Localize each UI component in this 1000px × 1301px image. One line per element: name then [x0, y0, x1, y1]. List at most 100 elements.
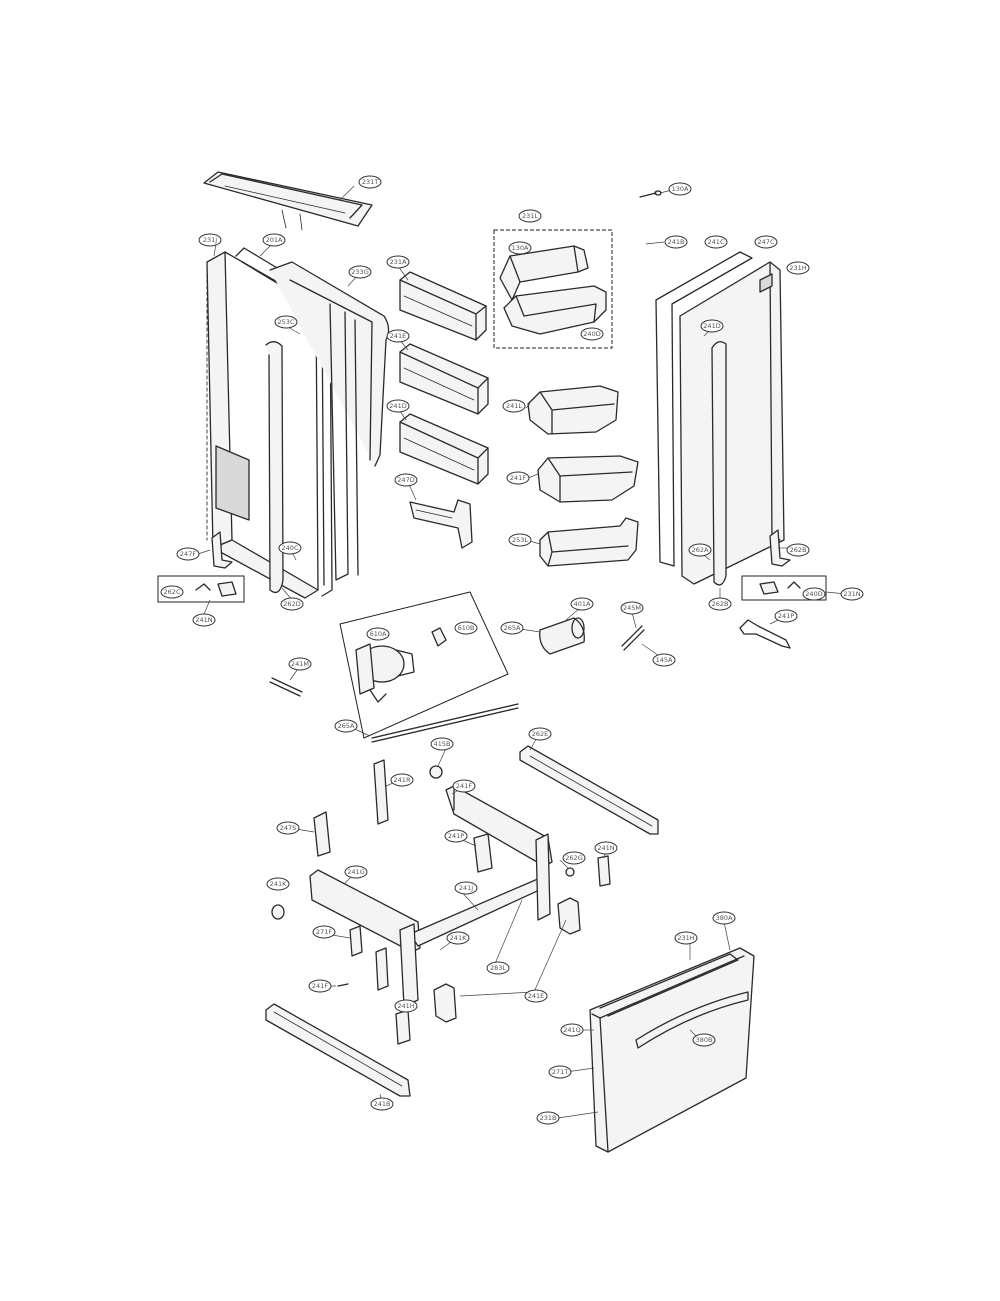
svg-text:262B: 262B [712, 600, 729, 608]
right-hinge-parts [759, 581, 801, 595]
callout-c53: 241K [446, 931, 470, 945]
svg-text:130A: 130A [672, 185, 689, 193]
callout-c12: 233G [348, 265, 372, 279]
callout-c54: 283L [486, 961, 510, 975]
svg-text:241E: 241E [528, 992, 545, 1000]
svg-text:241B: 241B [374, 1100, 391, 1108]
callout-c09: 130A [508, 241, 532, 255]
right-hinge-bracket [769, 529, 791, 567]
callout-c51: 241K [266, 877, 290, 891]
callout-c26: 262C [160, 585, 184, 599]
svg-text:240D: 240D [805, 590, 822, 598]
door-bin-4 [527, 385, 619, 435]
svg-text:241H: 241H [397, 1002, 414, 1010]
svg-text:241M: 241M [291, 660, 309, 668]
door-bin-3 [399, 413, 489, 485]
small-cap-c [349, 925, 363, 957]
svg-text:283L: 283L [490, 964, 506, 972]
svg-text:265A: 265A [338, 722, 355, 730]
callout-c58: 380A [712, 911, 736, 925]
svg-text:271T: 271T [552, 1068, 568, 1076]
svg-text:241B: 241B [668, 238, 685, 246]
callout-c61: 380B [692, 1033, 716, 1047]
callout-c41: 262E [528, 727, 552, 741]
svg-text:241J: 241J [459, 884, 473, 892]
svg-text:610A: 610A [370, 630, 387, 638]
svg-text:231H: 231H [677, 934, 694, 942]
svg-text:241N: 241N [195, 616, 212, 624]
svg-text:231H: 231H [789, 264, 806, 272]
door-bin-2 [399, 343, 489, 415]
top-screw [639, 190, 662, 198]
svg-text:241G: 241G [347, 868, 364, 876]
door-wrench [739, 619, 791, 649]
callout-c63: 241B [370, 1097, 394, 1111]
svg-text:610B: 610B [458, 624, 475, 632]
callout-c18: 241L [502, 399, 526, 413]
callout-c25: 262B [786, 543, 810, 557]
svg-text:245M: 245M [623, 604, 641, 612]
door-top-cap [203, 171, 373, 231]
svg-text:241P: 241P [778, 612, 794, 620]
callout-c19: 241F [506, 471, 530, 485]
callout-c23: 240C [278, 541, 302, 555]
callout-c48: 262G [562, 851, 586, 865]
dairy-bin-cover [499, 245, 589, 301]
callout-c05: 201A [262, 233, 286, 247]
callout-c49: 241G [344, 865, 368, 879]
svg-text:253C: 253C [278, 318, 295, 326]
svg-text:380A: 380A [716, 914, 733, 922]
small-clip-a [271, 904, 285, 920]
callout-c56: 241E [524, 989, 548, 1003]
svg-text:145A: 145A [656, 656, 673, 664]
svg-text:241D: 241D [389, 402, 406, 410]
callout-c13: 253C [274, 315, 298, 329]
callout-c01: 231T [358, 175, 382, 189]
svg-text:380B: 380B [696, 1036, 713, 1044]
callout-c37: 265A [500, 621, 524, 635]
callout-c39: 241M [288, 657, 312, 671]
callout-c10: 231A [386, 255, 410, 269]
left-door-handle [265, 341, 284, 594]
callout-c20: 247D [394, 473, 418, 487]
svg-text:241D: 241D [703, 322, 720, 330]
callout-c44: 241F [452, 779, 476, 793]
callout-c52: 271F [312, 925, 336, 939]
svg-text:241F: 241F [510, 474, 526, 482]
callout-c57: 241H [394, 999, 418, 1013]
svg-text:271F: 271F [316, 928, 332, 936]
small-cap-e [395, 1009, 411, 1045]
callout-c35: 610A [366, 627, 390, 641]
left-vertical-post [399, 923, 419, 1007]
svg-text:262C: 262C [164, 588, 181, 596]
valve-group-box [339, 591, 509, 739]
dairy-bin-tray [503, 285, 607, 335]
callout-c62: 271T [548, 1065, 572, 1079]
svg-text:231B: 231B [540, 1114, 557, 1122]
callout-c24: 262A [688, 543, 712, 557]
slide-bracket-left [433, 983, 457, 1023]
freezer-drawer-handle [635, 991, 749, 1049]
long-rod [371, 703, 519, 743]
callout-c28: 231N [840, 587, 864, 601]
callout-c04: 231J [198, 233, 222, 247]
left-rod [269, 677, 303, 697]
svg-text:241L: 241L [506, 402, 522, 410]
callout-c14: 240D [580, 327, 604, 341]
svg-text:262B: 262B [790, 546, 807, 554]
callout-c07: 241C [704, 235, 728, 249]
svg-text:247C: 247C [758, 238, 775, 246]
bin-bracket-right [539, 517, 639, 567]
svg-text:247F: 247F [180, 550, 196, 558]
small-cap-d [375, 947, 389, 991]
left-side-rail [309, 869, 421, 953]
svg-text:240D: 240D [583, 330, 600, 338]
small-screw-b [337, 983, 349, 987]
left-hinge-parts [195, 581, 237, 597]
right-door-panel [679, 261, 785, 585]
callout-c64: 231B [536, 1111, 560, 1125]
cross-member [409, 877, 549, 947]
svg-text:201A: 201A [266, 236, 283, 244]
callout-c46: 241P [444, 829, 468, 843]
